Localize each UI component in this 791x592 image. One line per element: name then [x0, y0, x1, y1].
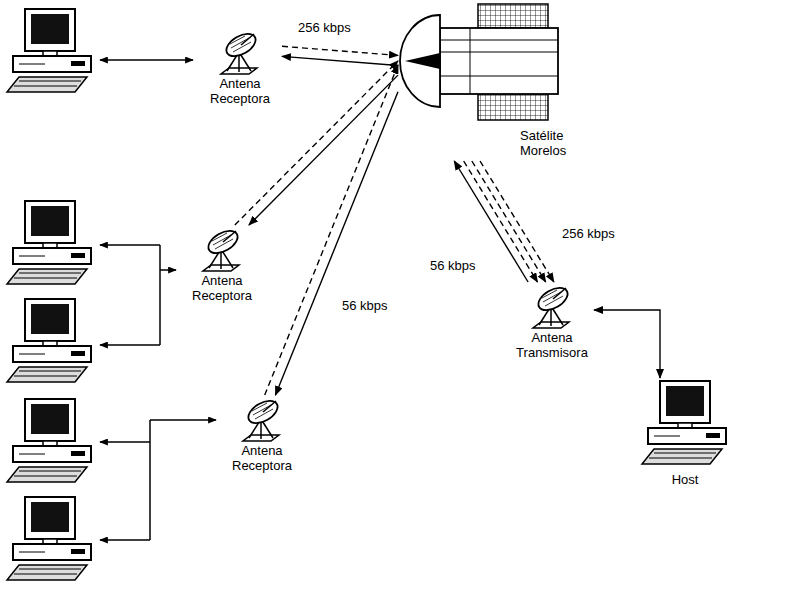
node-label: Satélite Morelos — [520, 128, 595, 158]
uplink-dashed — [282, 46, 398, 55]
host-computer: Host — [625, 378, 745, 490]
rate-label: 56 kbps — [428, 258, 478, 273]
receiving-antenna: Antena Receptora — [180, 225, 264, 306]
computer — [7, 497, 91, 580]
receiving-antenna: Antena Receptora — [198, 28, 282, 109]
link-line — [594, 310, 660, 378]
rate-label: 256 kbps — [296, 20, 353, 35]
antenna-icon — [221, 29, 259, 74]
receiving-antenna: Antena Receptora — [220, 395, 304, 476]
node-label: Host — [625, 472, 745, 487]
antenna-icon — [243, 396, 281, 441]
rate-label: 56 kbps — [340, 298, 390, 313]
uplink-dashed — [265, 65, 398, 395]
antenna-icon — [533, 283, 571, 328]
satellite: Satélite Morelos — [398, 2, 595, 161]
node-label: Antena Receptora — [180, 273, 264, 303]
node-label: Antena Transmisora — [510, 330, 594, 360]
computer — [7, 201, 91, 284]
link-line — [275, 92, 398, 395]
rate-label: 256 kbps — [560, 226, 617, 241]
computer — [7, 299, 91, 382]
link-line — [249, 75, 398, 225]
node-label: Antena Receptora — [198, 76, 282, 106]
computer — [7, 9, 91, 92]
satellite-illustration — [400, 4, 558, 120]
computer — [7, 399, 91, 482]
link-line — [282, 56, 398, 65]
node-label: Antena Receptora — [220, 443, 304, 473]
transmitting-antenna: Antena Transmisora — [510, 282, 594, 363]
host-computer — [642, 381, 726, 464]
uplink-dashed — [472, 161, 546, 282]
antenna-icon — [203, 226, 241, 271]
